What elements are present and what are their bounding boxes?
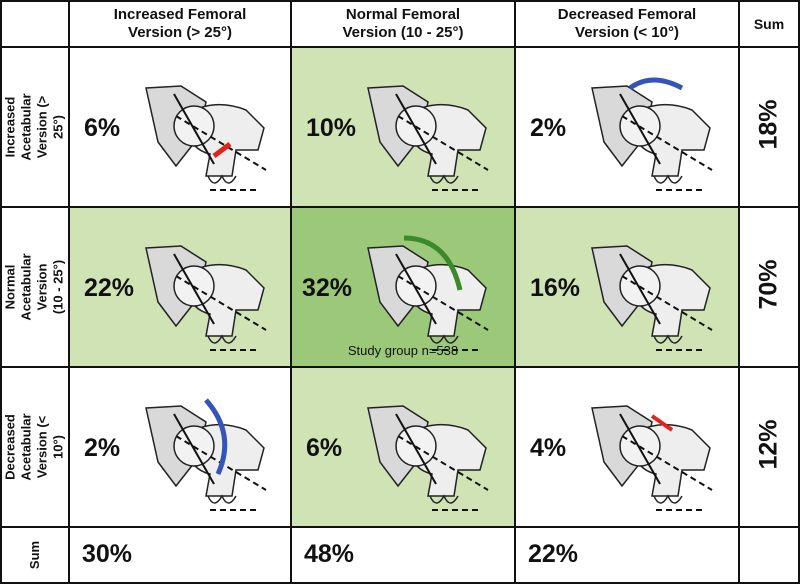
femoral-axis-line xyxy=(175,115,267,171)
condyles xyxy=(429,494,459,504)
condyles xyxy=(429,174,459,184)
acetabular-line xyxy=(395,93,437,165)
acetabular-line xyxy=(173,253,215,325)
sum-empty xyxy=(740,528,800,584)
col-header-increased-femoral: Increased Femoral Version (> 25°) xyxy=(70,0,292,48)
hip-joint-illustration xyxy=(367,405,489,511)
blue-curved-arrow xyxy=(628,77,684,91)
hip-joint-illustration xyxy=(591,245,713,351)
sum-decFem: 22% xyxy=(516,528,740,584)
sum-normAcet: 70% xyxy=(740,208,800,368)
row-sum-value: 12% xyxy=(754,419,783,470)
cell-percentage: 16% xyxy=(530,274,581,302)
acetabular-line xyxy=(619,413,661,485)
condyles xyxy=(207,174,237,184)
femoral-axis-line xyxy=(175,275,267,331)
col-sum-value: 22% xyxy=(528,540,579,568)
cell-normAcet-normFem: 32% Study group n=538 xyxy=(292,208,516,368)
cell-percentage: 32% xyxy=(302,274,353,302)
sum-decAcet: 12% xyxy=(740,368,800,528)
row-header-normal-acetabular: Normal Acetabular Version (10 - 25°) xyxy=(0,208,70,368)
row-header-label: Normal Acetabular Version (10 - 25°) xyxy=(3,253,66,321)
cell-percentage: 6% xyxy=(306,434,343,462)
row-header-label: Sum xyxy=(27,540,42,570)
cell-decAcet-incFem: 2% xyxy=(70,368,292,528)
cell-normAcet-decFem: 16% xyxy=(516,208,740,368)
row-header-increased-acetabular: Increased Acetabular Version (> 25°) xyxy=(0,48,70,208)
hip-joint-illustration xyxy=(367,85,489,191)
hip-joint-illustration xyxy=(591,405,713,511)
green-curved-arrow xyxy=(403,235,463,291)
cell-percentage: 2% xyxy=(530,114,567,142)
hip-joint-illustration xyxy=(145,85,267,191)
femoral-axis-line xyxy=(397,115,489,171)
acetabular-line xyxy=(173,93,215,165)
row-sum-value: 18% xyxy=(754,99,783,150)
femoral-axis-line xyxy=(621,275,713,331)
hip-joint-illustration xyxy=(591,77,713,191)
condyles xyxy=(207,494,237,504)
cell-percentage: 4% xyxy=(530,434,567,462)
femoral-axis-line xyxy=(397,275,489,331)
cell-percentage: 6% xyxy=(84,114,121,142)
femoral-axis-line xyxy=(397,435,489,491)
acetabular-line xyxy=(619,253,661,325)
col-sum-value: 30% xyxy=(82,540,133,568)
acetabular-line xyxy=(173,413,215,485)
row-header-label: Increased Acetabular Version (> 25°) xyxy=(3,93,67,161)
cell-decAcet-normFem: 6% xyxy=(292,368,516,528)
cell-normAcet-incFem: 22% xyxy=(70,208,292,368)
blue-curved-arrow xyxy=(204,398,228,476)
condyles xyxy=(653,494,683,504)
cell-percentage: 22% xyxy=(84,274,135,302)
row-sum-value: 70% xyxy=(754,259,783,310)
row-header-sum: Sum xyxy=(0,528,70,584)
acetabular-line xyxy=(395,413,437,485)
cell-percentage: 10% xyxy=(306,114,357,142)
sum-incFem: 30% xyxy=(70,528,292,584)
study-group-note: Study group n=538 xyxy=(347,343,459,358)
corner-cell xyxy=(0,0,70,48)
cell-incAcet-normFem: 10% xyxy=(292,48,516,208)
sum-incAcet: 18% xyxy=(740,48,800,208)
condyles xyxy=(653,174,683,184)
condyles xyxy=(653,334,683,344)
row-header-label: Decreased Acetabular Version (< 10°) xyxy=(3,413,67,481)
hip-joint-illustration xyxy=(145,398,267,511)
row-header-decreased-acetabular: Decreased Acetabular Version (< 10°) xyxy=(0,368,70,528)
cell-incAcet-decFem: 2% xyxy=(516,48,740,208)
col-header-normal-femoral: Normal Femoral Version (10 - 25°) xyxy=(292,0,516,48)
acetabular-line xyxy=(619,93,661,165)
cell-percentage: 2% xyxy=(84,434,121,462)
col-sum-value: 48% xyxy=(304,540,355,568)
femoral-axis-line xyxy=(621,435,713,491)
hip-joint-illustration xyxy=(145,245,267,351)
condyles xyxy=(429,334,459,344)
hip-joint-illustration xyxy=(367,235,489,351)
col-header-sum: Sum xyxy=(740,0,800,48)
acetabular-line xyxy=(395,253,437,325)
cell-decAcet-decFem: 4% xyxy=(516,368,740,528)
femoral-axis-line xyxy=(621,115,713,171)
red-arrow xyxy=(212,142,232,158)
red-arrow xyxy=(650,414,674,432)
col-header-decreased-femoral: Decreased Femoral Version (< 10°) xyxy=(516,0,740,48)
sum-normFem: 48% xyxy=(292,528,516,584)
condyles xyxy=(207,334,237,344)
cell-incAcet-incFem: 6% xyxy=(70,48,292,208)
